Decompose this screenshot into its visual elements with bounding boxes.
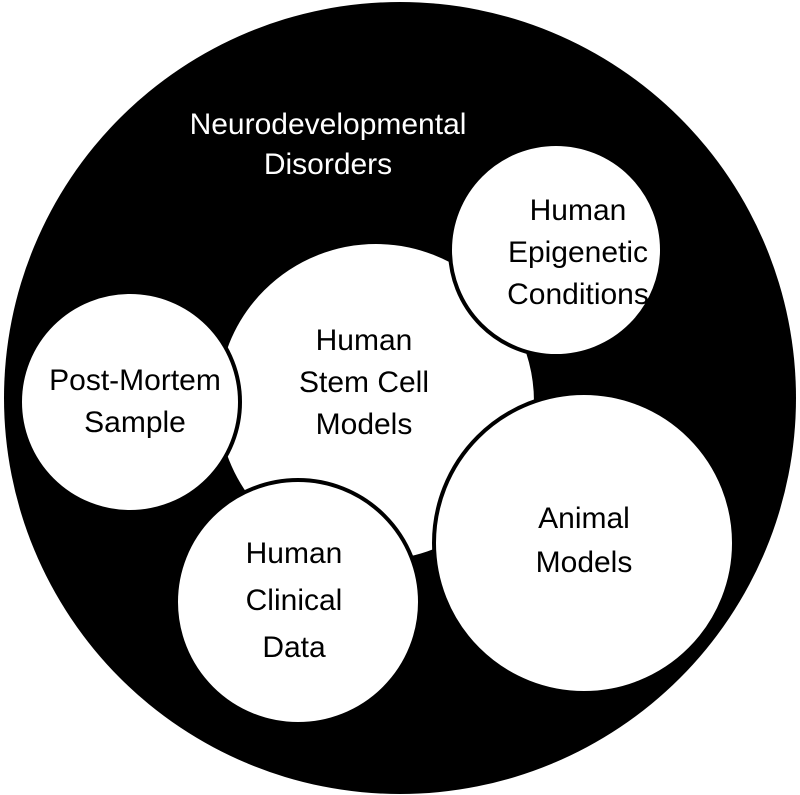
human-epigenetic-conditions-circle — [448, 142, 664, 358]
post-mortem-label-line-2: Sample — [84, 406, 186, 439]
post-mortem-sample-circle — [18, 290, 242, 514]
stem-cell-label-line-3: Models — [316, 408, 413, 441]
animal-models-circle — [432, 391, 736, 695]
epigenetic-label-line-1: Human — [530, 194, 627, 227]
stem-cell-label-line-1: Human — [316, 324, 413, 357]
epigenetic-label-line-2: Epigenetic — [508, 236, 648, 269]
human-clinical-data-circle — [174, 478, 422, 726]
clinical-label-line-1: Human — [246, 537, 343, 570]
stem-cell-label-line-2: Stem Cell — [299, 366, 429, 399]
epigenetic-label-line-3: Conditions — [507, 278, 649, 311]
outer-title-line-2: Disorders — [264, 148, 392, 181]
clinical-label-line-3: Data — [262, 631, 326, 664]
clinical-label-line-2: Clinical — [246, 584, 343, 617]
outer-title-line-1: Neurodevelopmental — [190, 108, 467, 141]
animal-label-line-1: Animal — [538, 502, 630, 535]
animal-label-line-2: Models — [536, 546, 633, 579]
post-mortem-label-line-1: Post-Mortem — [49, 364, 221, 397]
